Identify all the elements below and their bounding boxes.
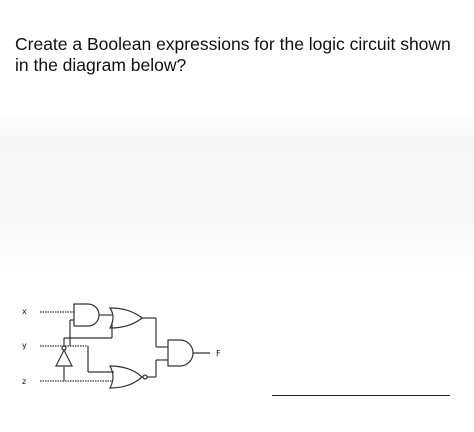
- input-label-z: z: [22, 377, 26, 386]
- not-gate: [55, 348, 73, 367]
- blank-area: [0, 110, 474, 270]
- answer-line: [272, 395, 450, 396]
- input-label-x: x: [22, 307, 27, 316]
- logic-circuit-diagram: x y z F: [22, 303, 221, 389]
- input-label-y: y: [22, 341, 27, 350]
- or-gate-top: [108, 307, 143, 329]
- and-gate-final: [167, 339, 194, 367]
- nor-gate-bottom: [108, 365, 143, 389]
- question-text: Create a Boolean expressions for the log…: [15, 34, 451, 75]
- and-gate-top: [73, 303, 100, 327]
- nor-bubble: [142, 374, 148, 380]
- output-label-f: F: [216, 349, 221, 358]
